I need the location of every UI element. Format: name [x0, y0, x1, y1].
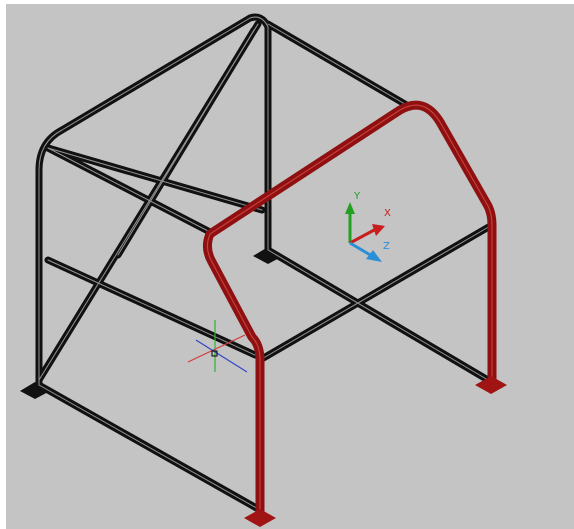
ucs-icon[interactable]: Y X Z [345, 191, 391, 262]
base-plate-front-center [244, 509, 276, 527]
main-hoop-red [202, 100, 497, 517]
base-plates-red [244, 376, 507, 527]
crosshair-z-line [195, 339, 248, 373]
crosshair-x-line [187, 334, 246, 363]
ucs-x-label: X [384, 208, 391, 219]
roll-cage-drawing[interactable]: Y X Z [6, 4, 574, 529]
base-plate-left-front [20, 382, 50, 399]
model-viewport[interactable]: Y X Z [6, 4, 574, 529]
base-plates-black [20, 247, 283, 399]
cursor-crosshair [187, 320, 248, 373]
ucs-z-arrow-icon [366, 250, 382, 262]
ucs-z-label: Z [383, 241, 390, 252]
ucs-x-axis [349, 227, 377, 245]
ucs-z-axis [349, 241, 373, 258]
black-frame [35, 13, 496, 514]
ucs-x-arrow-icon [372, 224, 385, 236]
ucs-y-label: Y [353, 191, 361, 202]
ucs-y-arrow-icon [345, 202, 355, 214]
base-plate-rear-center [253, 247, 283, 264]
base-plate-right [475, 376, 507, 394]
crosshair-pickbox [211, 350, 218, 357]
